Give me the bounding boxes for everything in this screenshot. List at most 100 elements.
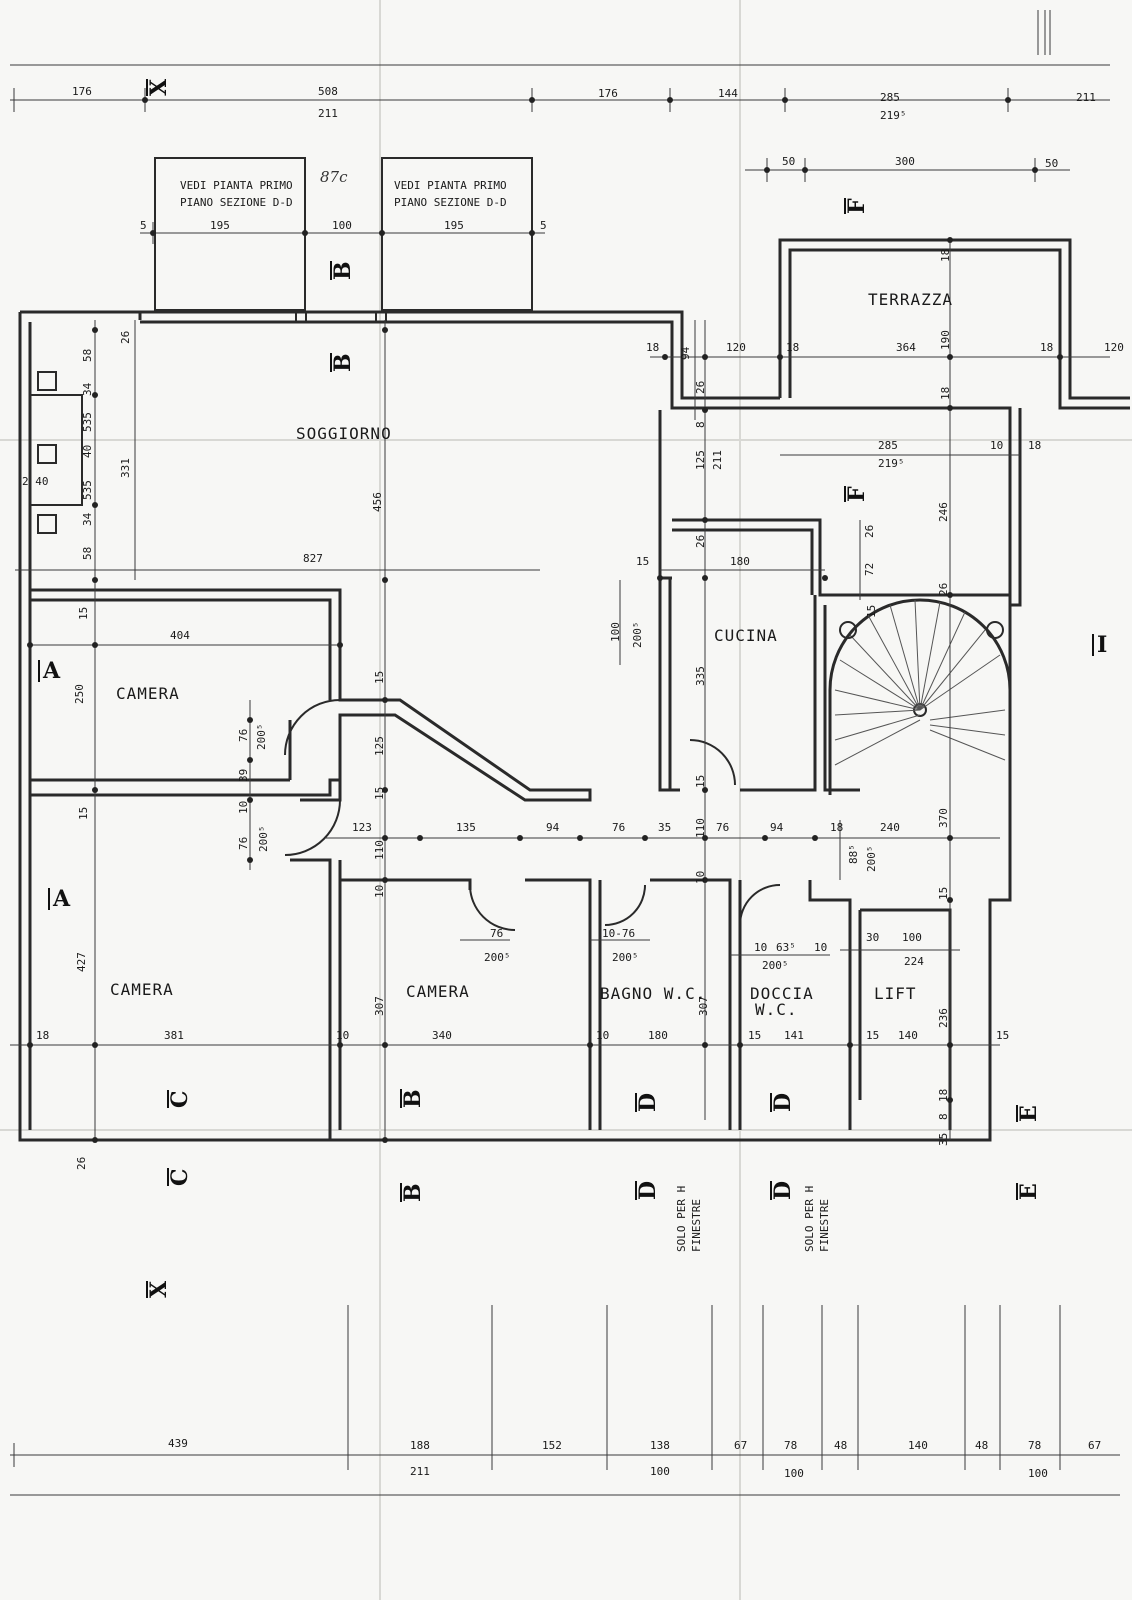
- dim-inner-vertical: 307: [697, 996, 710, 1016]
- dim-inner: 10: [990, 439, 1004, 452]
- dim-inner-vertical: 35: [937, 1132, 950, 1146]
- dim-inner-vertical: 331: [119, 458, 132, 478]
- room-label-terrazza: TERRAZZA: [868, 290, 954, 309]
- dim-inner-vertical: 18: [937, 1088, 950, 1102]
- dim-inner-vertical: 26: [694, 380, 707, 394]
- dim-inner-vertical: 15: [373, 670, 386, 684]
- dim-inner-vertical: 15: [373, 786, 386, 800]
- dim-bottom: 152: [542, 1439, 562, 1452]
- dim-inner-vertical: 370: [937, 808, 950, 828]
- dim-inner: 219⁵: [878, 457, 905, 470]
- dim-inner-vertical: 15: [77, 806, 90, 820]
- room-label-soggiorno: SOGGIORNO: [296, 424, 392, 443]
- note-vedi-1a: VEDI PIANTA PRIMO: [180, 179, 293, 192]
- dim-bottom: 100: [650, 1465, 670, 1478]
- dim-inner: 123: [352, 821, 372, 834]
- section-marker-d4: D: [770, 1180, 796, 1200]
- dim-inner: 76: [612, 821, 626, 834]
- dim-bottom: 78: [1028, 1439, 1042, 1452]
- door-swings: [284, 699, 781, 931]
- dim-top: 300: [895, 155, 915, 168]
- fireplace: [29, 371, 83, 534]
- dim-inner-vertical: 40: [81, 444, 94, 458]
- section-marker-i: I: [1092, 634, 1107, 656]
- room-label-lift: LIFT: [874, 984, 917, 1003]
- section-marker-e1: E: [1016, 1105, 1042, 1122]
- dim-inner: 10: [814, 941, 828, 954]
- dim-inner: 340: [432, 1029, 452, 1042]
- dim-inner-vertical: 15: [77, 606, 90, 620]
- dim-inner: 224: [904, 955, 924, 968]
- dim-inner: 381: [164, 1029, 184, 1042]
- section-marker-b3: B: [400, 1089, 426, 1108]
- dim-inner-vertical: 125: [694, 450, 707, 470]
- dim-bottom: 48: [975, 1439, 989, 1452]
- dim-top: 144: [718, 87, 738, 100]
- dim-inner: 15: [866, 1029, 880, 1042]
- dim-inner: 140: [898, 1029, 918, 1042]
- dim-inner: 200⁵: [484, 951, 511, 964]
- dim-top: 176: [72, 85, 92, 98]
- note-solo-2b: FINESTRE: [818, 1199, 831, 1252]
- dim-inner: 18: [36, 1029, 50, 1042]
- dim-inner-vertical: 236: [937, 1008, 950, 1028]
- dim-bottom: 211: [410, 1465, 430, 1478]
- dim-inner: 120: [1104, 341, 1124, 354]
- dim-inner-vertical: 58: [81, 546, 94, 560]
- dim-inner-vertical: 10: [237, 800, 250, 814]
- exterior-walls: [18, 238, 1130, 1142]
- dim-inner-vertical: 15: [865, 604, 878, 618]
- dimension-lines: [10, 240, 1110, 1140]
- section-marker-f2: F: [844, 486, 870, 502]
- dim-bottom: 439: [168, 1437, 188, 1450]
- section-marker-c2: C: [167, 1168, 193, 1186]
- dim-inner-vertical: 100: [609, 622, 622, 642]
- dimension-markers: [27, 97, 1063, 1143]
- dim-bottom: 140: [908, 1439, 928, 1452]
- note-solo-2a: SOLO PER H: [803, 1185, 816, 1252]
- dim-inner-vertical: 15: [694, 774, 707, 788]
- dim-top: 100: [332, 219, 352, 232]
- dim-inner: 100: [902, 931, 922, 944]
- dim-bottom: 100: [1028, 1467, 1048, 1480]
- dim-inner-vertical: 125: [373, 736, 386, 756]
- dim-inner: 18: [786, 341, 800, 354]
- dim-top: 211: [318, 107, 338, 120]
- note-solo-1a: SOLO PER H: [675, 1185, 688, 1252]
- dim-inner-vertical: 26: [863, 524, 876, 538]
- dim-bottom: 188: [410, 1439, 430, 1452]
- dim-inner-vertical: 10: [694, 870, 707, 884]
- spiral-staircase: [828, 598, 1012, 795]
- dim-inner: 240: [880, 821, 900, 834]
- dim-top: 176: [598, 87, 618, 100]
- section-marker-a-bottom: A: [48, 888, 70, 910]
- dim-inner: 15: [748, 1029, 762, 1042]
- dim-inner-vertical: 427: [75, 952, 88, 972]
- dim-inner-vertical: 110: [373, 840, 386, 860]
- dim-inner: 200⁵: [762, 959, 789, 972]
- dim-inner-vertical: 8: [937, 1113, 950, 1120]
- dim-top: 195: [210, 219, 230, 232]
- dim-inner-vertical: 200⁵: [257, 825, 270, 853]
- room-label-doccia: DOCCIA: [750, 984, 814, 1003]
- room-label-camera-left: CAMERA: [110, 980, 174, 999]
- dim-inner: 10: [754, 941, 768, 954]
- dim-bottom: 100: [784, 1467, 804, 1480]
- dim-inner: 18: [646, 341, 660, 354]
- dim-inner: 827: [303, 552, 323, 565]
- dim-inner-vertical: 8: [694, 421, 707, 428]
- dim-top: 5: [540, 219, 547, 232]
- dim-inner-vertical: 535: [81, 480, 94, 500]
- section-marker-d1: D: [635, 1092, 661, 1112]
- note-solo-1b: FINESTRE: [690, 1199, 703, 1252]
- dim-inner: 10: [596, 1029, 610, 1042]
- dim-inner: 404: [170, 629, 190, 642]
- room-label-camera-mid: CAMERA: [406, 982, 470, 1001]
- dim-bottom: 48: [834, 1439, 848, 1452]
- dim-inner-vertical: 18: [939, 248, 952, 262]
- top-dimension-lines: [10, 64, 1110, 244]
- room-label-bagno: BAGNO W.C.: [600, 984, 707, 1003]
- section-marker-a-top: A: [38, 660, 60, 682]
- dim-inner-vertical: 26: [694, 534, 707, 548]
